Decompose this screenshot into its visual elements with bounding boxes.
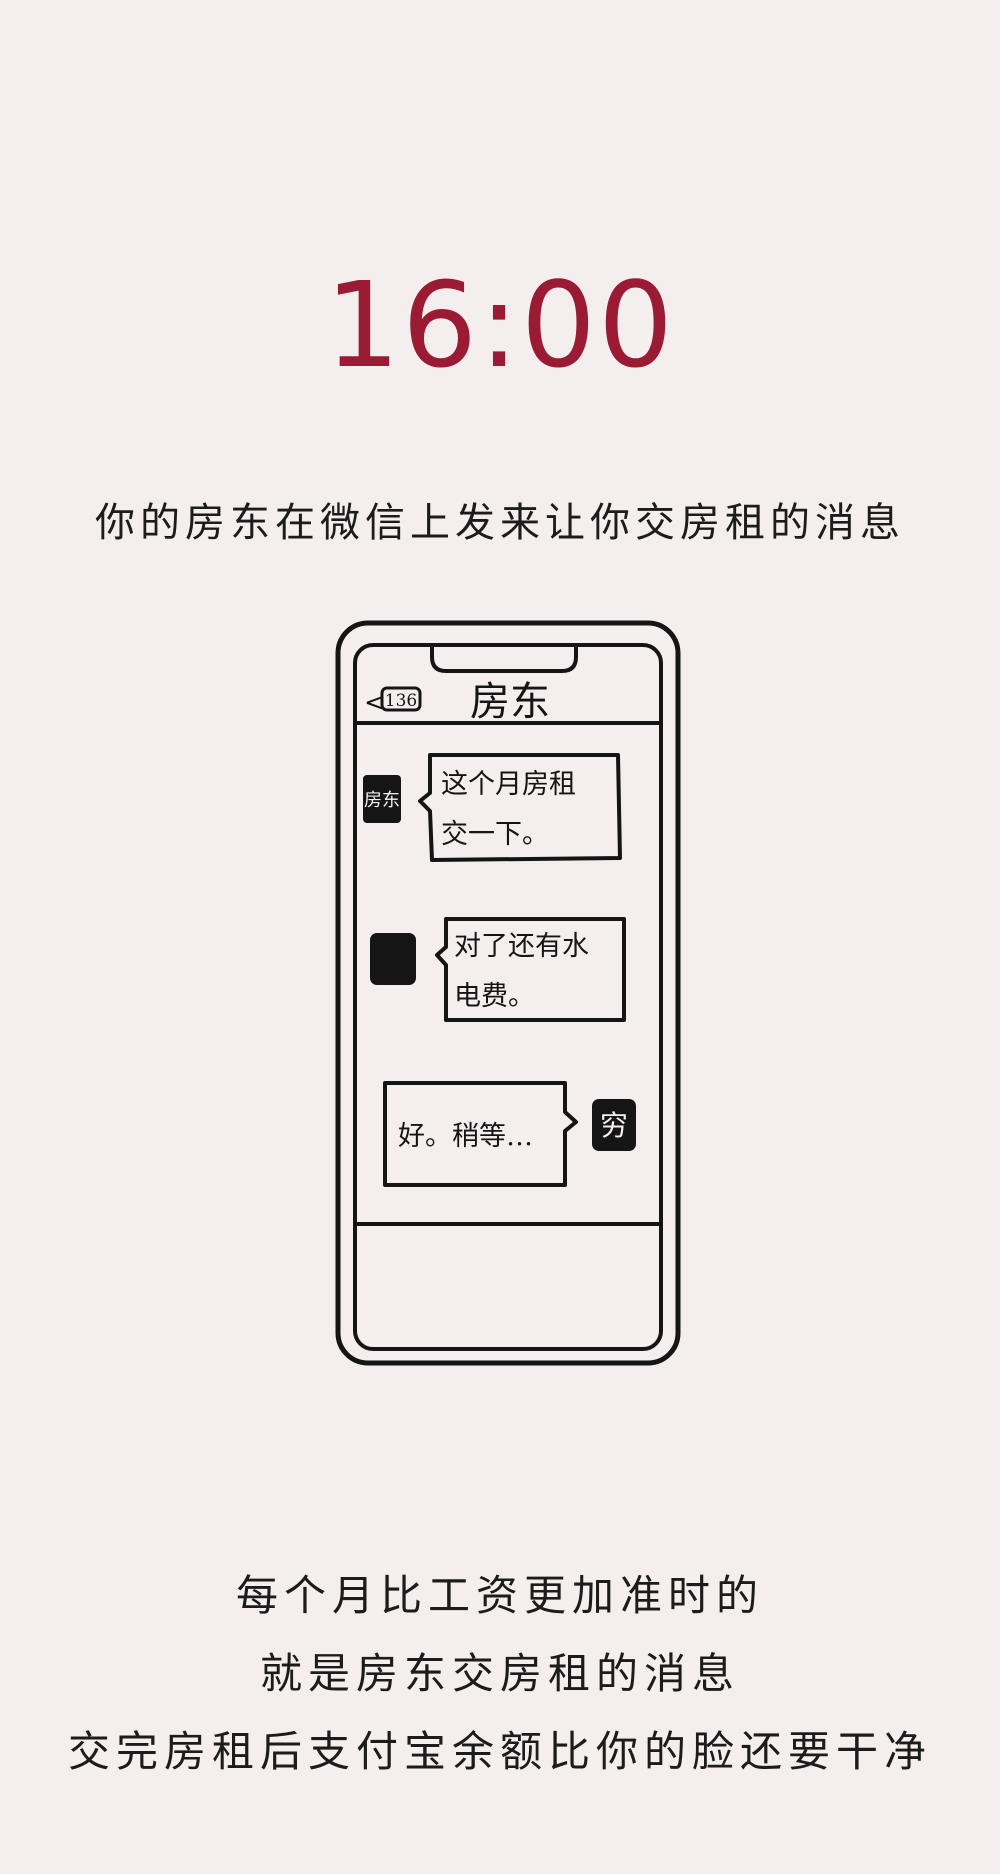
phone-drawing: < 136 房东 房东 这个月房租 交一下。 对了还有水 电费。 好。稍等… 穷 [335,620,681,1366]
caption-text: 你的房东在微信上发来让你交房租的消息 [95,500,905,546]
message-input-area[interactable] [357,1226,659,1326]
message-1-line-1: 这个月房租 [441,769,576,800]
unread-count: 136 [385,691,417,711]
unread-badge[interactable] [380,686,422,712]
self-avatar[interactable] [592,1099,636,1151]
self-avatar-label: 穷 [600,1109,628,1142]
message-bubble-1 [418,753,622,862]
back-arrow-icon[interactable]: < [364,688,386,718]
chat-title: 房东 [470,679,550,725]
message-2-line-1: 对了还有水 [454,931,589,962]
phone-outer-frame [335,620,681,1366]
footer-line-2: 就是房东交房租的消息 [259,1649,740,1698]
footer-line-1: 每个月比工资更加准时的 [235,1571,764,1620]
footer-text: 每个月比工资更加准时的 就是房东交房租的消息 交完房租后支付宝余额比你的脸还要干… [40,1557,960,1791]
phone-illustration: < 136 房东 房东 这个月房租 交一下。 对了还有水 电费。 好。稍等… 穷 [330,615,686,1371]
landlord-avatar[interactable] [363,775,401,823]
landlord-avatar-2[interactable] [370,933,416,985]
footer-line-3: 交完房租后支付宝余额比你的脸还要干净 [67,1727,932,1776]
phone-notch [430,645,578,673]
message-bubble-3 [383,1081,578,1187]
message-bubble-2 [435,917,626,1022]
message-2-line-2: 电费。 [454,981,535,1012]
time-display: 16:00 [324,256,676,394]
message-3-line-1: 好。稍等… [398,1121,533,1152]
message-1-line-2: 交一下。 [441,819,549,850]
phone-screen [353,643,663,1351]
landlord-avatar-label: 房东 [364,790,400,811]
